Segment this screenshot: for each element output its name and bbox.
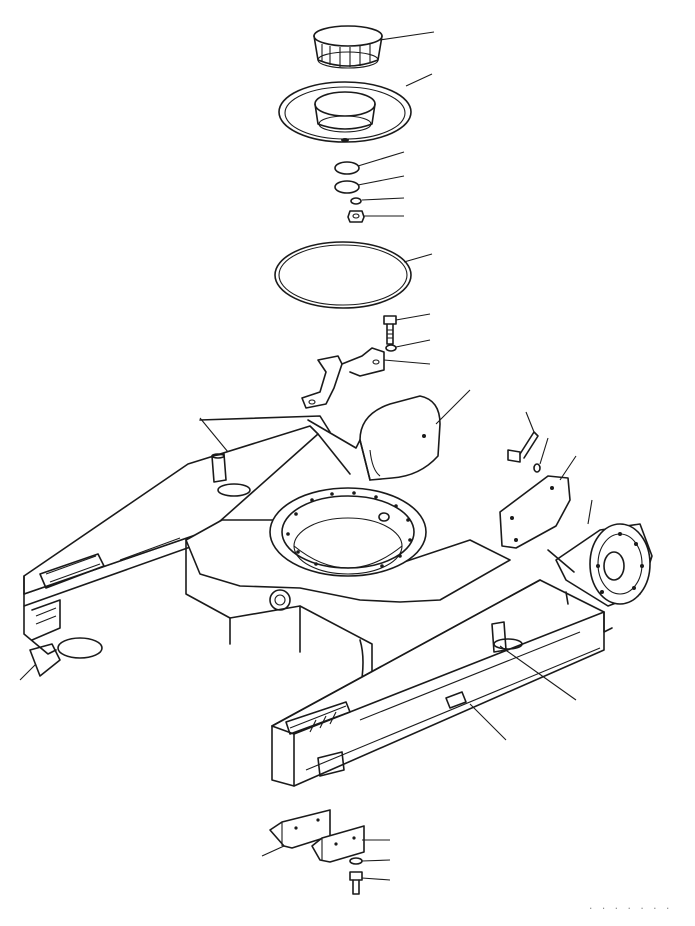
- o-ring-seal: [274, 241, 412, 309]
- shim-2: [334, 180, 360, 194]
- guard-plate: [269, 809, 365, 863]
- leader-lines: [19, 31, 593, 881]
- bolt-idler: [507, 431, 539, 463]
- figure-code: . . . . . . .: [588, 902, 671, 912]
- guard-washer: [349, 857, 363, 865]
- bracket: [301, 347, 385, 409]
- guard-bolt: [349, 871, 363, 895]
- cover-plate: [278, 81, 412, 143]
- track-frame: [23, 395, 653, 787]
- side-cover: [499, 475, 571, 549]
- washer: [350, 197, 362, 205]
- bearing-ring: [313, 25, 383, 69]
- lock-washer: [385, 344, 397, 352]
- bolt: [383, 315, 397, 345]
- grease-fitting: [533, 463, 541, 473]
- shim-1: [334, 161, 360, 175]
- nut: [347, 210, 365, 223]
